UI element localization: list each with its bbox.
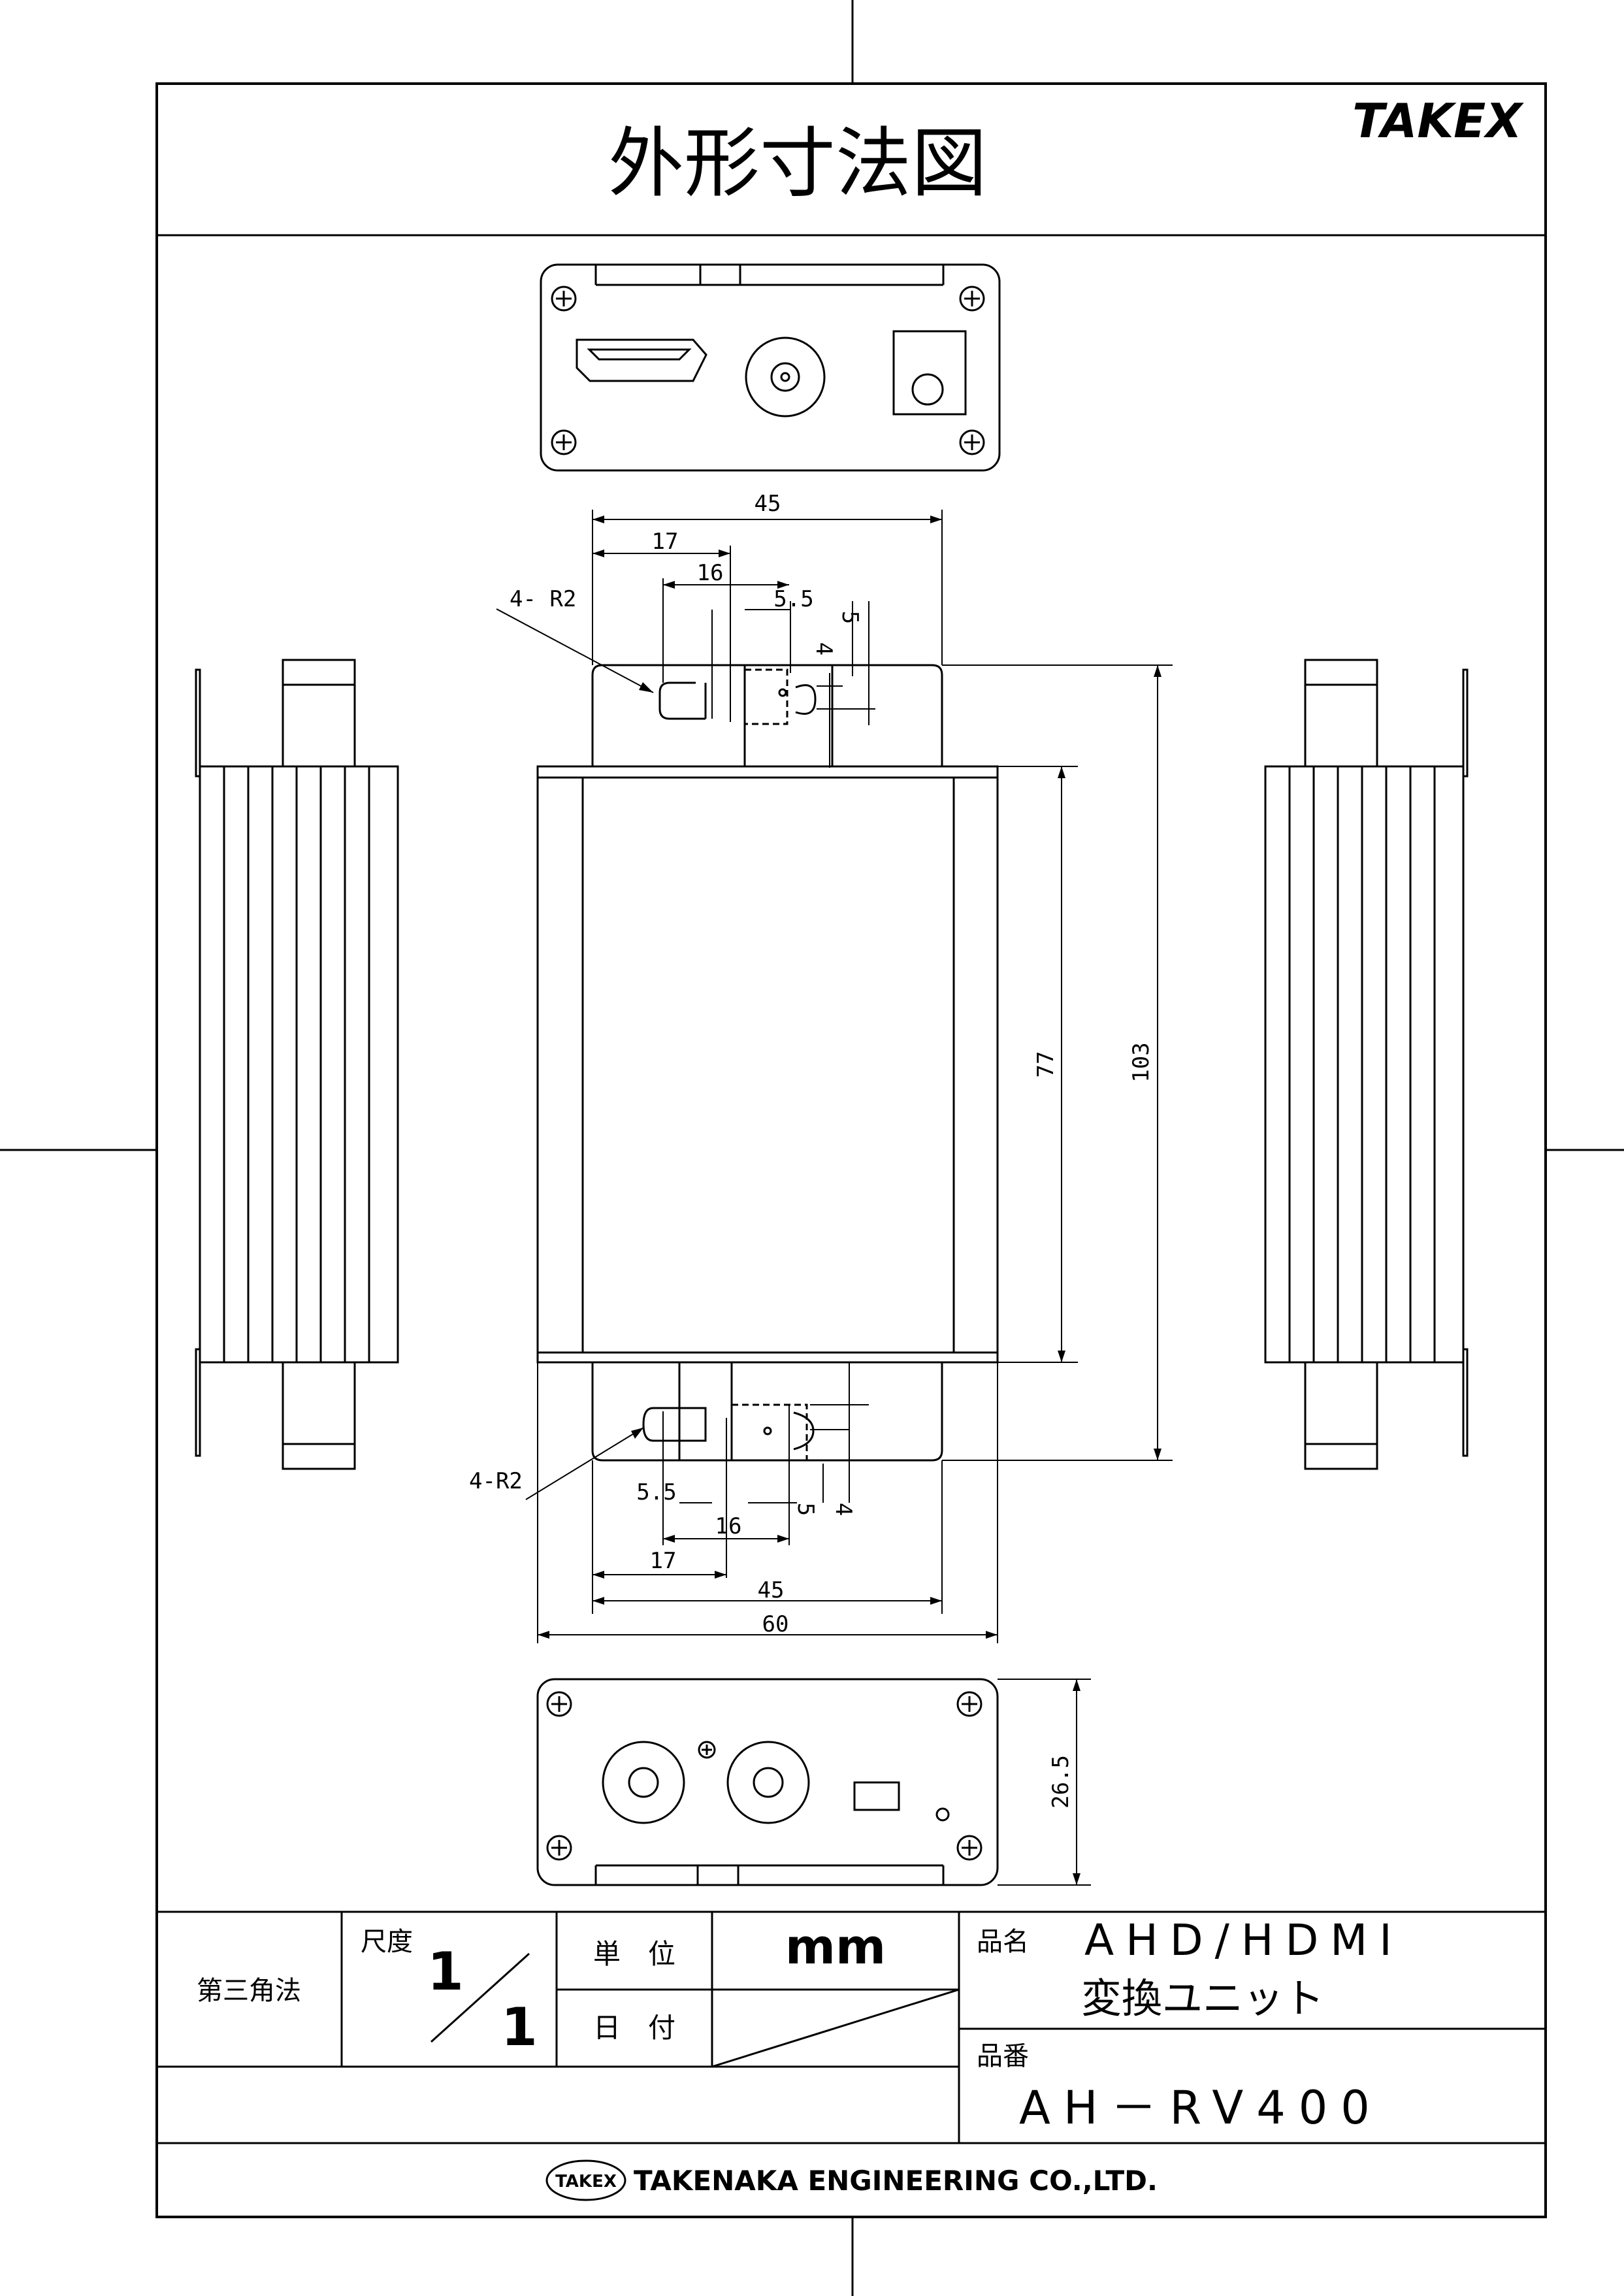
dim-103: 103	[1128, 1042, 1154, 1082]
switch-icon	[853, 1781, 900, 1811]
dim-45-bottom: 45	[758, 1577, 785, 1603]
dim-45-top: 45	[755, 491, 781, 517]
scale-numerator: 1	[427, 1941, 464, 2002]
scale-denominator: 1	[501, 1997, 538, 2058]
screw-icon	[546, 1835, 572, 1861]
sheet-frame	[155, 82, 1547, 2218]
hdmi-port-icon	[576, 338, 707, 382]
screw-icon	[956, 1835, 983, 1861]
dim-4-top: 4	[811, 642, 837, 655]
dim-17-bottom: 17	[650, 1548, 677, 1574]
bnc-connector-icon	[726, 1741, 810, 1824]
end-view-bottom	[536, 1678, 999, 1886]
dim-77: 77	[1033, 1051, 1059, 1078]
dim-4-bottom: 4	[830, 1503, 856, 1516]
dim-r2-bottom: 4-R2	[469, 1468, 523, 1494]
screw-icon	[959, 429, 985, 455]
company-name: TAKENAKA ENGINEERING CO.,LTD.	[634, 2165, 1158, 2197]
product-name-label: 品名	[977, 1927, 1029, 1957]
led-icon	[935, 1807, 950, 1822]
side-view-left	[195, 659, 399, 1470]
dim-26-5: 26.5	[1048, 1755, 1074, 1809]
dim-16-top: 16	[697, 560, 724, 586]
dim-16-bottom: 16	[715, 1513, 742, 1539]
product-name-line2: 変換ユニット	[1081, 1975, 1324, 2022]
end-view-top	[540, 263, 1001, 472]
product-name-line1: AHD/HDMI	[1084, 1915, 1404, 1965]
screw-icon	[959, 286, 985, 312]
date-label: 日 付	[593, 2012, 675, 2044]
dim-5-bottom: 5	[792, 1503, 819, 1516]
dim-60-bottom: 60	[762, 1611, 789, 1637]
side-view-right	[1264, 659, 1469, 1470]
unit-label: 単 位	[593, 1938, 675, 1970]
part-number-label: 品番	[977, 2041, 1029, 2071]
page-title: 外形寸法図	[608, 120, 987, 208]
dim-5-top: 5	[837, 611, 863, 624]
company-logo: TAKEX	[555, 2172, 617, 2191]
projection-label: 第三角法	[197, 1976, 301, 2006]
bnc-connector-icon	[602, 1741, 685, 1824]
top-view	[536, 664, 999, 1462]
part-number-value: AH－RV400	[1019, 2081, 1383, 2135]
dim-5-5-bottom: 5.5	[636, 1479, 676, 1505]
brand-logo: TAKEX	[1352, 93, 1524, 148]
scale-label: 尺度	[361, 1927, 413, 1957]
screw-icon	[551, 286, 577, 312]
plus-terminal-icon	[698, 1741, 716, 1759]
screw-icon	[546, 1691, 572, 1717]
screw-icon	[956, 1691, 983, 1717]
dim-5-5-top: 5.5	[773, 586, 813, 612]
screw-icon	[551, 429, 577, 455]
dim-r2-top: 4- R2	[510, 586, 576, 612]
title-block	[157, 1911, 1546, 2201]
unit-value: mm	[785, 1919, 886, 1975]
dim-17-top: 17	[652, 529, 679, 555]
dc-jack-icon	[892, 330, 967, 416]
bnc-connector-icon	[745, 336, 826, 418]
